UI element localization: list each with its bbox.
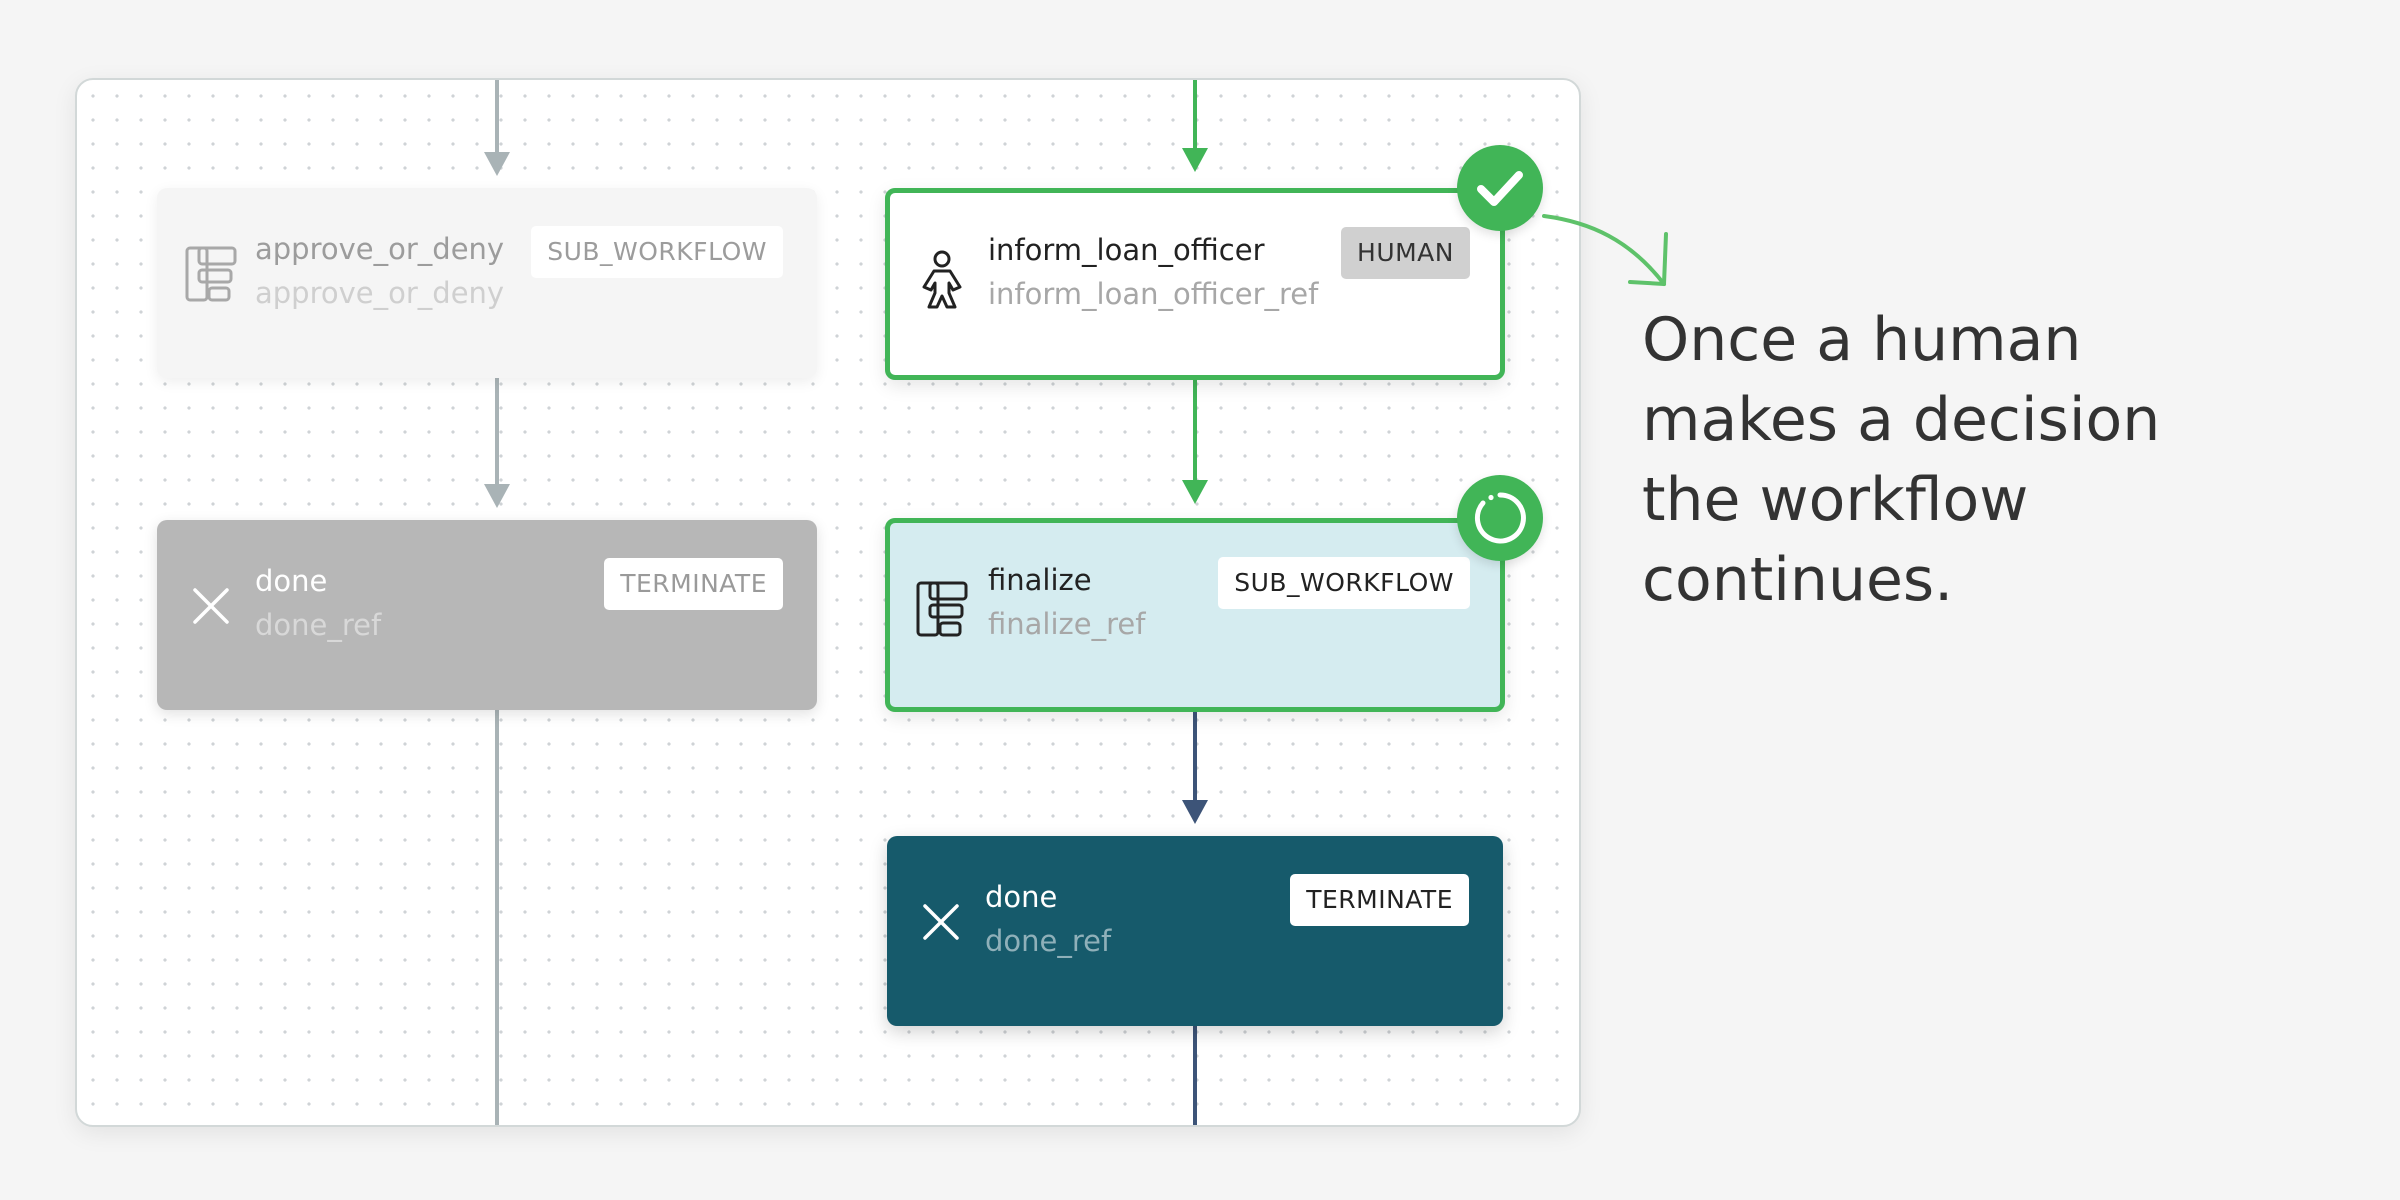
node-inform-loan-officer[interactable]: inform_loan_officer inform_loan_officer_… bbox=[885, 188, 1505, 380]
node-title: inform_loan_officer bbox=[988, 233, 1265, 267]
node-ref: approve_or_deny bbox=[255, 276, 505, 310]
close-icon bbox=[193, 588, 229, 624]
node-title: done bbox=[255, 564, 328, 598]
spinner-icon bbox=[1474, 492, 1526, 544]
node-approve-or-deny[interactable]: approve_or_deny approve_or_deny SUB_WORK… bbox=[157, 188, 817, 378]
node-ref: done_ref bbox=[255, 608, 382, 642]
callout-line: Once a human bbox=[1642, 305, 2082, 375]
edge-right-in bbox=[1182, 80, 1208, 172]
task-type-badge: HUMAN bbox=[1341, 227, 1470, 279]
workflow-edges bbox=[484, 80, 1208, 1125]
task-type-badge: SUB_WORKFLOW bbox=[531, 226, 783, 278]
edge-finalize-to-done bbox=[1182, 710, 1208, 824]
checkmark-icon bbox=[1477, 171, 1523, 206]
sub-workflow-icon bbox=[916, 581, 968, 637]
person-icon bbox=[922, 250, 962, 309]
node-ref: done_ref bbox=[985, 924, 1112, 958]
callout-line: continues. bbox=[1642, 545, 1954, 615]
node-finalize[interactable]: finalize finalize_ref SUB_WORKFLOW bbox=[885, 518, 1505, 712]
task-type-badge: TERMINATE bbox=[604, 558, 783, 610]
callout-text: Once a human makes a decision the workfl… bbox=[1642, 300, 2362, 620]
callout-line: makes a decision bbox=[1642, 385, 2161, 455]
node-title: finalize bbox=[988, 563, 1092, 597]
node-ref: inform_loan_officer_ref bbox=[988, 277, 1319, 311]
edge-approve-to-done bbox=[484, 378, 510, 508]
node-ref: finalize_ref bbox=[988, 607, 1146, 641]
node-done-left[interactable]: done done_ref TERMINATE bbox=[157, 520, 817, 710]
edge-left-in bbox=[484, 80, 510, 176]
edge-inform-to-finalize bbox=[1182, 378, 1208, 504]
node-done-right[interactable]: done done_ref TERMINATE bbox=[887, 836, 1503, 1026]
callout-line: the workflow bbox=[1642, 465, 2029, 535]
workflow-canvas: approve_or_deny approve_or_deny SUB_WORK… bbox=[75, 78, 1581, 1127]
completed-status-icon bbox=[1457, 145, 1543, 231]
node-title: approve_or_deny bbox=[255, 232, 505, 266]
task-type-badge: SUB_WORKFLOW bbox=[1218, 557, 1470, 609]
in-progress-status-icon bbox=[1457, 475, 1543, 561]
node-title: done bbox=[985, 880, 1058, 914]
close-icon bbox=[923, 904, 959, 940]
hand-drawn-arrow-icon bbox=[1542, 214, 1668, 286]
task-type-badge: TERMINATE bbox=[1290, 874, 1469, 926]
sub-workflow-icon bbox=[185, 246, 237, 302]
